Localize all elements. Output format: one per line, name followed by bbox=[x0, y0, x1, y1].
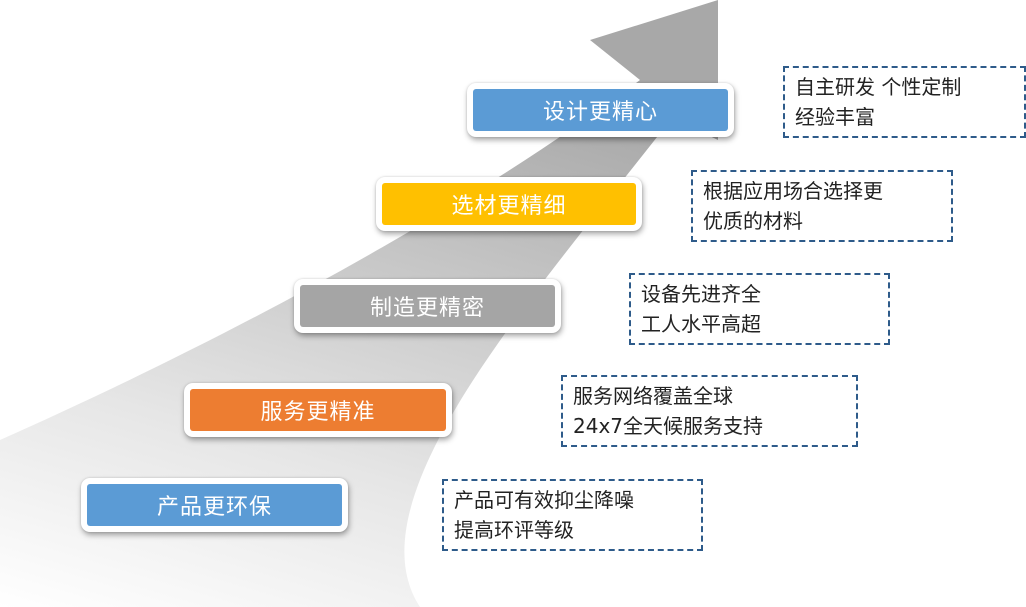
step-manufacturing-label: 制造更精密 bbox=[300, 285, 555, 327]
note-manufacturing: 设备先进齐全 工人水平高超 bbox=[629, 273, 890, 345]
note-eco: 产品可有效抑尘降噪 提高环评等级 bbox=[442, 479, 703, 551]
step-manufacturing: 制造更精密 bbox=[294, 279, 561, 333]
note-design: 自主研发 个性定制 经验丰富 bbox=[783, 66, 1026, 138]
step-materials: 选材更精细 bbox=[376, 177, 642, 231]
step-design-label: 设计更精心 bbox=[473, 89, 728, 131]
note-service-line2: 24x7全天候服务支持 bbox=[573, 414, 764, 438]
step-materials-label: 选材更精细 bbox=[382, 183, 636, 225]
note-materials-line2: 优质的材料 bbox=[703, 209, 803, 233]
step-service-label: 服务更精准 bbox=[190, 389, 446, 431]
note-design-line1: 自主研发 个性定制 bbox=[795, 75, 962, 99]
note-eco-line2: 提高环评等级 bbox=[454, 518, 574, 542]
note-materials-line1: 根据应用场合选择更 bbox=[703, 179, 883, 203]
note-manufacturing-line2: 工人水平高超 bbox=[641, 312, 761, 336]
note-eco-line1: 产品可有效抑尘降噪 bbox=[454, 488, 634, 512]
note-service: 服务网络覆盖全球 24x7全天候服务支持 bbox=[561, 375, 858, 447]
step-eco: 产品更环保 bbox=[81, 478, 348, 532]
step-eco-label: 产品更环保 bbox=[87, 484, 342, 526]
step-service: 服务更精准 bbox=[184, 383, 452, 437]
note-materials: 根据应用场合选择更 优质的材料 bbox=[691, 170, 953, 242]
note-manufacturing-line1: 设备先进齐全 bbox=[641, 282, 761, 306]
step-design: 设计更精心 bbox=[467, 83, 734, 137]
note-design-line2: 经验丰富 bbox=[795, 105, 875, 129]
note-service-line1: 服务网络覆盖全球 bbox=[573, 384, 733, 408]
